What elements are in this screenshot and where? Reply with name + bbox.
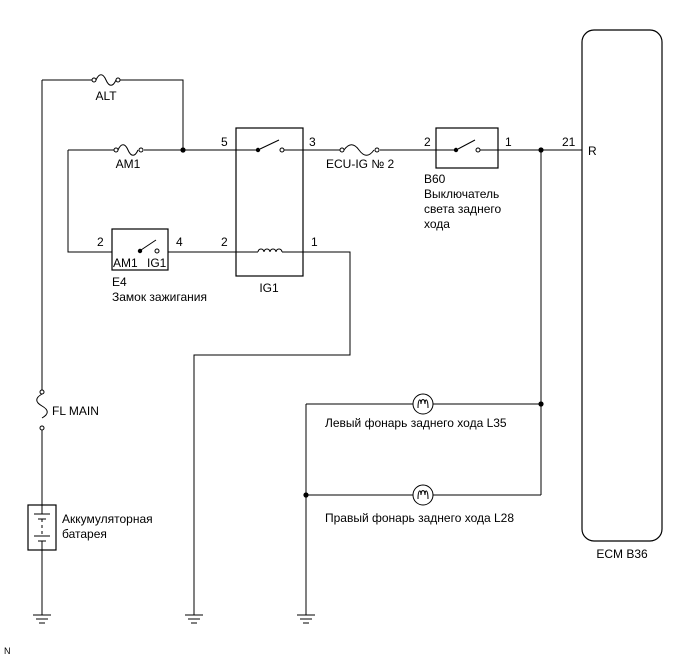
ignition-contact-ig1: IG1	[147, 256, 167, 270]
fuse-am1-label: AM1	[116, 157, 141, 171]
fuse-ecu-ig-label: ECU-IG № 2	[326, 157, 395, 171]
relay-pin-bottom-right: 1	[311, 235, 318, 249]
ground-icon-battery	[33, 614, 51, 624]
ignition-name: Замок зажигания	[112, 290, 207, 304]
ecm-label: ECM B36	[596, 547, 648, 561]
reverse-name-line2: света заднего	[424, 202, 501, 216]
ground-icon-lamps	[297, 614, 315, 624]
relay-name: IG1	[259, 281, 279, 295]
ignition-code: E4	[112, 275, 127, 289]
fuse-alt-label: ALT	[95, 89, 117, 103]
relay-pin-top-right: 3	[309, 135, 316, 149]
battery-label-line1: Аккумуляторная	[62, 512, 153, 526]
relay-pin-top-left: 5	[221, 135, 228, 149]
ignition-contact-am1: AM1	[113, 256, 138, 270]
ignition-pin-left: 2	[97, 235, 104, 249]
reverse-pin-right: 1	[505, 135, 512, 149]
reverse-name-line3: хода	[424, 217, 450, 231]
ecm-terminal: R	[588, 144, 597, 158]
fuse-am1-symbol	[113, 144, 144, 156]
left-lamp-symbol	[412, 393, 434, 415]
junctions	[180, 147, 544, 498]
ecm-pin: 21	[562, 135, 576, 149]
fuse-alt-symbol	[91, 74, 121, 86]
wires	[41, 79, 582, 615]
right-lamp-label: Правый фонарь заднего хода L28	[325, 511, 514, 525]
reverse-name-line1: Выключатель	[424, 187, 499, 201]
left-lamp-label: Левый фонарь заднего хода L35	[325, 416, 507, 430]
fuse-fl-main-label: FL MAIN	[52, 404, 99, 418]
battery-label-line2: батарея	[62, 527, 107, 541]
fuse-ecu-ig-symbol	[339, 144, 380, 156]
corner-mark: N	[4, 646, 11, 656]
right-lamp-symbol	[412, 484, 434, 506]
reverse-pin-left: 2	[424, 135, 431, 149]
ground-icon-relay	[185, 614, 203, 624]
ignition-pin-right: 4	[176, 235, 183, 249]
relay-ig1-box	[235, 127, 304, 277]
relay-pin-bottom-left: 2	[221, 235, 228, 249]
ecm-box	[581, 29, 663, 542]
reverse-code: B60	[424, 172, 446, 186]
fuse-fl-main-symbol	[36, 389, 48, 431]
reverse-switch-box	[435, 127, 499, 169]
